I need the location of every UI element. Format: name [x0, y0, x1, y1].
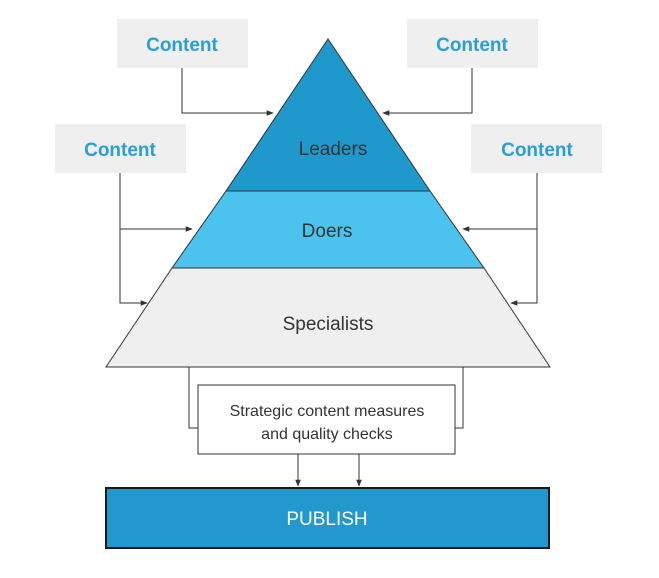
connector-top-right [382, 68, 473, 116]
quality-checks-line-1: Strategic content measures [230, 403, 425, 420]
connector-mid-left-specialists [119, 229, 148, 306]
connector-top-left [181, 68, 274, 116]
bracket-right [455, 367, 464, 429]
content-box-top-left: Content [117, 19, 248, 68]
content-box-label: Content [84, 140, 156, 161]
content-box-label: Content [146, 35, 218, 56]
content-box-label: Content [436, 35, 508, 56]
content-box-mid-right: Content [471, 124, 602, 173]
pyramid-level-specialists [105, 267, 551, 368]
connector-mid-right-doers [462, 173, 538, 232]
content-box-top-right: Content [407, 19, 538, 68]
publish-box: PUBLISH [105, 487, 550, 549]
pyramid-label-leaders: Leaders [299, 139, 368, 160]
pyramid-level-leaders [225, 38, 431, 192]
quality-checks-line-2: and quality checks [261, 426, 393, 443]
pyramid-label-specialists: Specialists [283, 314, 374, 335]
publish-label: PUBLISH [286, 509, 367, 530]
content-box-mid-left: Content [55, 124, 186, 173]
pyramid-label-doers: Doers [302, 221, 353, 242]
content-box-label: Content [501, 140, 573, 161]
bracket-left [188, 367, 198, 429]
connector-mid-left-doers [119, 173, 193, 232]
quality-checks-box: Strategic content measures and quality c… [197, 384, 456, 455]
connector-mid-right-specialists [510, 229, 538, 306]
